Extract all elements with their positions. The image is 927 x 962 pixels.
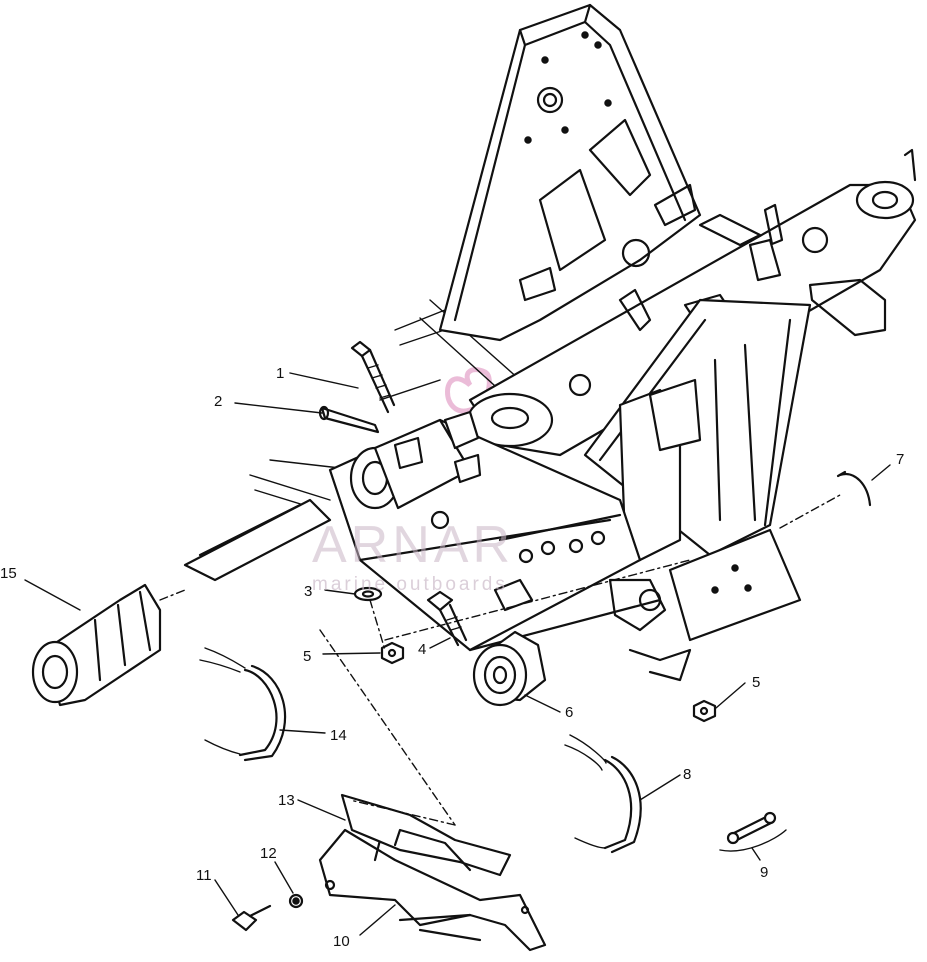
guard-plate-part-13 bbox=[340, 793, 512, 877]
bolt-part-4 bbox=[426, 590, 468, 647]
callout-1: 1 bbox=[276, 365, 284, 382]
callout-4: 4 bbox=[418, 641, 426, 658]
callout-14: 14 bbox=[330, 727, 347, 744]
callout-10: 10 bbox=[333, 933, 350, 950]
callout-8: 8 bbox=[683, 766, 691, 783]
idler-wheel-part-6 bbox=[472, 630, 547, 707]
callout-5b: 5 bbox=[752, 674, 760, 691]
screw-part-11 bbox=[231, 904, 272, 932]
lock-washer-part-12 bbox=[288, 893, 304, 909]
bolt-part-1 bbox=[350, 340, 396, 414]
callout-7: 7 bbox=[896, 451, 904, 468]
front-hitch-bracket bbox=[183, 410, 692, 682]
upright-frame-plate bbox=[438, 3, 702, 342]
callout-15: 15 bbox=[0, 565, 17, 582]
clip-part-7 bbox=[836, 470, 872, 507]
connector-link-part-9 bbox=[719, 811, 787, 852]
pin-part-2 bbox=[318, 405, 380, 434]
leader-lines bbox=[24, 372, 891, 936]
washer-part-3 bbox=[353, 586, 383, 602]
callout-11: 11 bbox=[196, 867, 212, 884]
watermark-brand: ARNAR bbox=[312, 516, 514, 574]
callout-5a: 5 bbox=[303, 648, 311, 665]
callout-2: 2 bbox=[214, 393, 222, 410]
nut-part-5b bbox=[692, 699, 717, 723]
chain-guard-part-10 bbox=[318, 828, 547, 952]
callout-3: 3 bbox=[304, 583, 312, 600]
drive-sprocket-part-15 bbox=[31, 583, 162, 707]
frame-context-lines bbox=[249, 299, 521, 511]
chain-part-14 bbox=[199, 647, 287, 762]
watermark-tagline: marine outboards bbox=[312, 574, 508, 595]
chain-part-8 bbox=[564, 734, 642, 854]
callout-13: 13 bbox=[278, 792, 295, 809]
callout-6: 6 bbox=[565, 704, 573, 721]
lower-frame bbox=[583, 298, 812, 642]
callout-12: 12 bbox=[260, 845, 277, 862]
callout-9: 9 bbox=[760, 864, 768, 881]
nut-part-5a bbox=[380, 641, 405, 665]
